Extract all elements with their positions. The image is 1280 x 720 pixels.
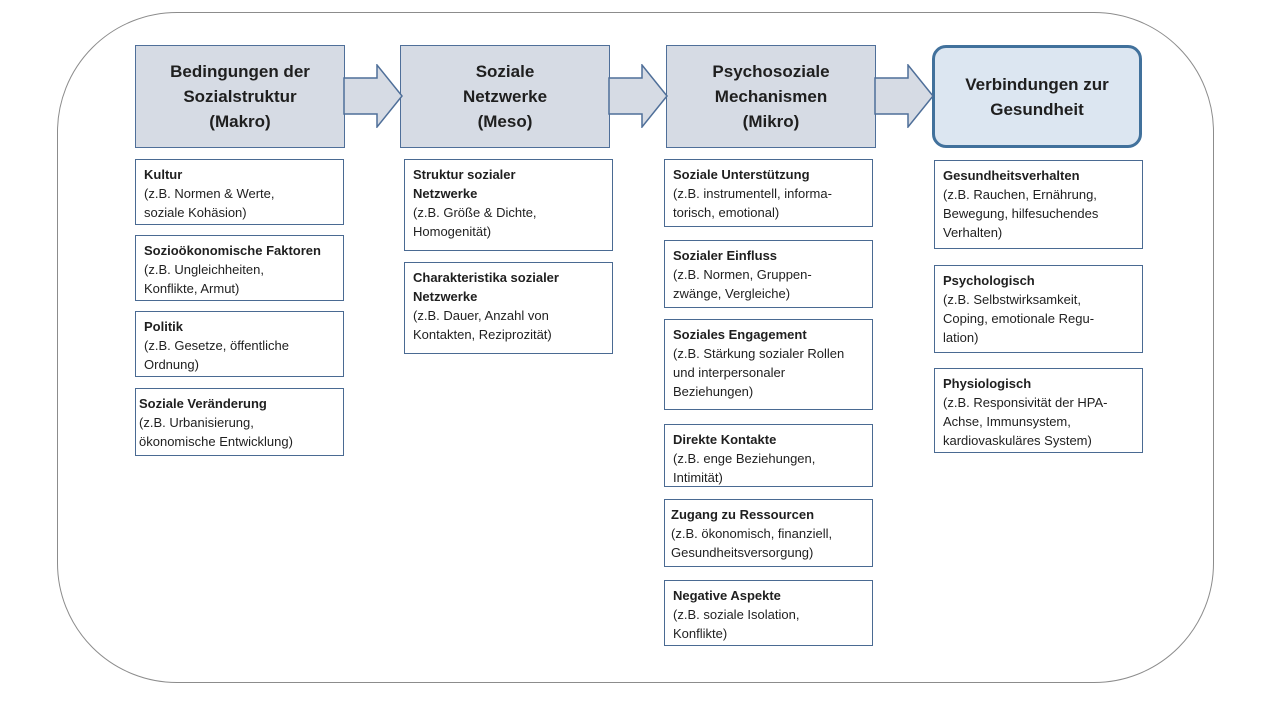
box-line: Intimität): [673, 470, 723, 485]
box-line: (z.B. Stärkung sozialer Rollen: [673, 346, 845, 361]
box-title-continued: Netzwerke: [413, 289, 478, 304]
box-line: (z.B. Gesetze, öffentliche: [144, 338, 289, 353]
box-line: (z.B. Ungleichheiten,: [144, 262, 264, 277]
header-makro-line-2: Sozialstruktur: [183, 87, 297, 106]
box-line: Achse, Immunsystem,: [943, 414, 1071, 429]
box-line: (z.B. Größe & Dichte,: [413, 205, 537, 220]
header-meso-line-1: Soziale: [475, 62, 535, 81]
box-line: Coping, emotionale Regu-: [943, 311, 1095, 326]
box-title: Direkte Kontakte: [673, 432, 777, 447]
box-title: Sozioökonomische Faktoren: [144, 243, 321, 258]
header-meso-line-3: (Meso): [477, 112, 533, 131]
box-line: (z.B. Urbanisierung,: [139, 415, 254, 430]
box-line: torisch, emotional): [673, 205, 780, 220]
box-line: lation): [943, 330, 979, 345]
box-politik: Politik (z.B. Gesetze, öffentliche Ordnu…: [135, 311, 344, 377]
box-physiologisch: Physiologisch (z.B. Responsivität der HP…: [934, 368, 1143, 453]
header-makro-line-3: (Makro): [209, 112, 271, 131]
header-meso: Soziale Netzwerke (Meso): [400, 45, 610, 148]
box-line: Ordnung): [144, 357, 199, 372]
header-mikro-line-2: Mechanismen: [714, 87, 828, 106]
box-psychologisch: Psychologisch (z.B. Selbstwirksamkeit, C…: [934, 265, 1143, 353]
header-gesundheit: Verbindungen zur Gesundheit: [932, 45, 1142, 148]
header-gesundheit-line-2: Gesundheit: [990, 99, 1084, 119]
box-title: Negative Aspekte: [673, 588, 781, 603]
box-soziooekonomische-faktoren: Sozioökonomische Faktoren (z.B. Ungleich…: [135, 235, 344, 301]
box-line: (z.B. enge Beziehungen,: [673, 451, 816, 466]
box-line: Gesundheitsversorgung): [671, 545, 814, 560]
box-line: (z.B. soziale Isolation,: [673, 607, 800, 622]
arrow-mikro-to-gesundheit-icon: [874, 64, 934, 128]
box-line: Konflikte, Armut): [144, 281, 240, 296]
box-line: Homogenität): [413, 224, 492, 239]
box-line: (z.B. instrumentell, informa-: [673, 186, 832, 201]
box-line: Bewegung, hilfesuchendes: [943, 206, 1099, 221]
box-line: kardiovaskuläres System): [943, 433, 1092, 448]
box-direkte-kontakte: Direkte Kontakte (z.B. enge Beziehungen,…: [664, 424, 873, 487]
box-line: (z.B. ökonomisch, finanziell,: [671, 526, 833, 541]
box-sozialer-einfluss: Sozialer Einfluss (z.B. Normen, Gruppen-…: [664, 240, 873, 308]
header-makro-line-1: Bedingungen der: [170, 62, 310, 81]
box-line: Konflikte): [673, 626, 728, 641]
header-meso-line-2: Netzwerke: [462, 87, 548, 106]
box-soziale-veraenderung: Soziale Veränderung (z.B. Urbanisierung,…: [135, 388, 344, 456]
box-kultur: Kultur (z.B. Normen & Werte, soziale Koh…: [135, 159, 344, 225]
header-gesundheit-line-1: Verbindungen zur: [965, 74, 1109, 94]
box-title: Politik: [144, 319, 184, 334]
box-title: Sozialer Einfluss: [673, 248, 778, 263]
header-mikro-line-1: Psychosoziale: [712, 62, 830, 81]
box-line: (z.B. Rauchen, Ernährung,: [943, 187, 1097, 202]
box-gesundheitsverhalten: Gesundheitsverhalten (z.B. Rauchen, Ernä…: [934, 160, 1143, 249]
header-makro: Bedingungen der Sozialstruktur (Makro): [135, 45, 345, 148]
box-line: (z.B. Normen & Werte,: [144, 186, 275, 201]
box-charakteristika-sozialer-netzwerke: Charakteristika sozialer Netzwerke (z.B.…: [404, 262, 613, 354]
box-line: und interpersonaler: [673, 365, 786, 380]
box-title: Soziale Unterstützung: [673, 167, 810, 182]
box-line: Beziehungen): [673, 384, 754, 399]
box-soziale-unterstuetzung: Soziale Unterstützung (z.B. instrumentel…: [664, 159, 873, 227]
box-title: Psychologisch: [943, 273, 1035, 288]
box-line: ökonomische Entwicklung): [139, 434, 293, 449]
box-title: Charakteristika sozialer: [413, 270, 559, 285]
box-line: (z.B. Selbstwirksamkeit,: [943, 292, 1081, 307]
box-title: Soziales Engagement: [673, 327, 807, 342]
box-line: Verhalten): [943, 225, 1003, 240]
box-line: zwänge, Vergleiche): [673, 286, 791, 301]
box-soziales-engagement: Soziales Engagement (z.B. Stärkung sozia…: [664, 319, 873, 410]
box-zugang-zu-ressourcen: Zugang zu Ressourcen (z.B. ökonomisch, f…: [664, 499, 873, 567]
box-line: soziale Kohäsion): [144, 205, 247, 220]
box-title: Zugang zu Ressourcen: [671, 507, 815, 522]
box-struktur-sozialer-netzwerke: Struktur sozialer Netzwerke (z.B. Größe …: [404, 159, 613, 251]
box-title: Physiologisch: [943, 376, 1032, 391]
box-title: Gesundheitsverhalten: [943, 168, 1080, 183]
box-line: Kontakten, Reziprozität): [413, 327, 552, 342]
box-line: (z.B. Normen, Gruppen-: [673, 267, 812, 282]
box-negative-aspekte: Negative Aspekte (z.B. soziale Isolation…: [664, 580, 873, 646]
box-title-continued: Netzwerke: [413, 186, 478, 201]
header-mikro-line-3: (Mikro): [742, 112, 800, 131]
box-title: Kultur: [144, 167, 183, 182]
box-title: Struktur sozialer: [413, 167, 516, 182]
box-line: (z.B. Dauer, Anzahl von: [413, 308, 549, 323]
arrow-meso-to-mikro-icon: [608, 64, 668, 128]
header-mikro: Psychosoziale Mechanismen (Mikro): [666, 45, 876, 148]
diagram-frame: [57, 12, 1214, 683]
box-title: Soziale Veränderung: [139, 396, 267, 411]
arrow-makro-to-meso-icon: [343, 64, 403, 128]
box-line: (z.B. Responsivität der HPA-: [943, 395, 1108, 410]
